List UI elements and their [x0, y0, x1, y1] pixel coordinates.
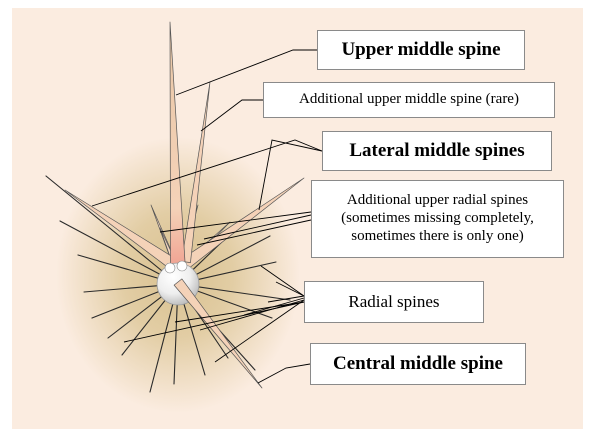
label-central-middle-spine: Central middle spine — [310, 343, 526, 385]
label-text: Upper middle spine — [341, 39, 500, 61]
label-radial-spines: Radial spines — [304, 281, 484, 323]
label-additional-upper-radial-spines: Additional upper radial spines (sometime… — [311, 180, 564, 258]
label-additional-upper-middle-spine: Additional upper middle spine (rare) — [263, 82, 555, 118]
label-text: Central middle spine — [333, 353, 503, 375]
label-text-line-2: (sometimes missing completely, — [341, 210, 534, 228]
label-text-line-1: Additional upper radial spines — [347, 192, 528, 210]
spine-base-highlight — [177, 261, 187, 271]
label-text-line-3: sometimes there is only one) — [351, 228, 523, 246]
spine-base-highlight — [165, 263, 175, 273]
label-text: Lateral middle spines — [349, 140, 524, 162]
label-upper-middle-spine: Upper middle spine — [317, 30, 525, 70]
label-text: Additional upper middle spine (rare) — [299, 91, 519, 109]
label-lateral-middle-spines: Lateral middle spines — [322, 131, 552, 171]
label-text: Radial spines — [348, 292, 439, 312]
